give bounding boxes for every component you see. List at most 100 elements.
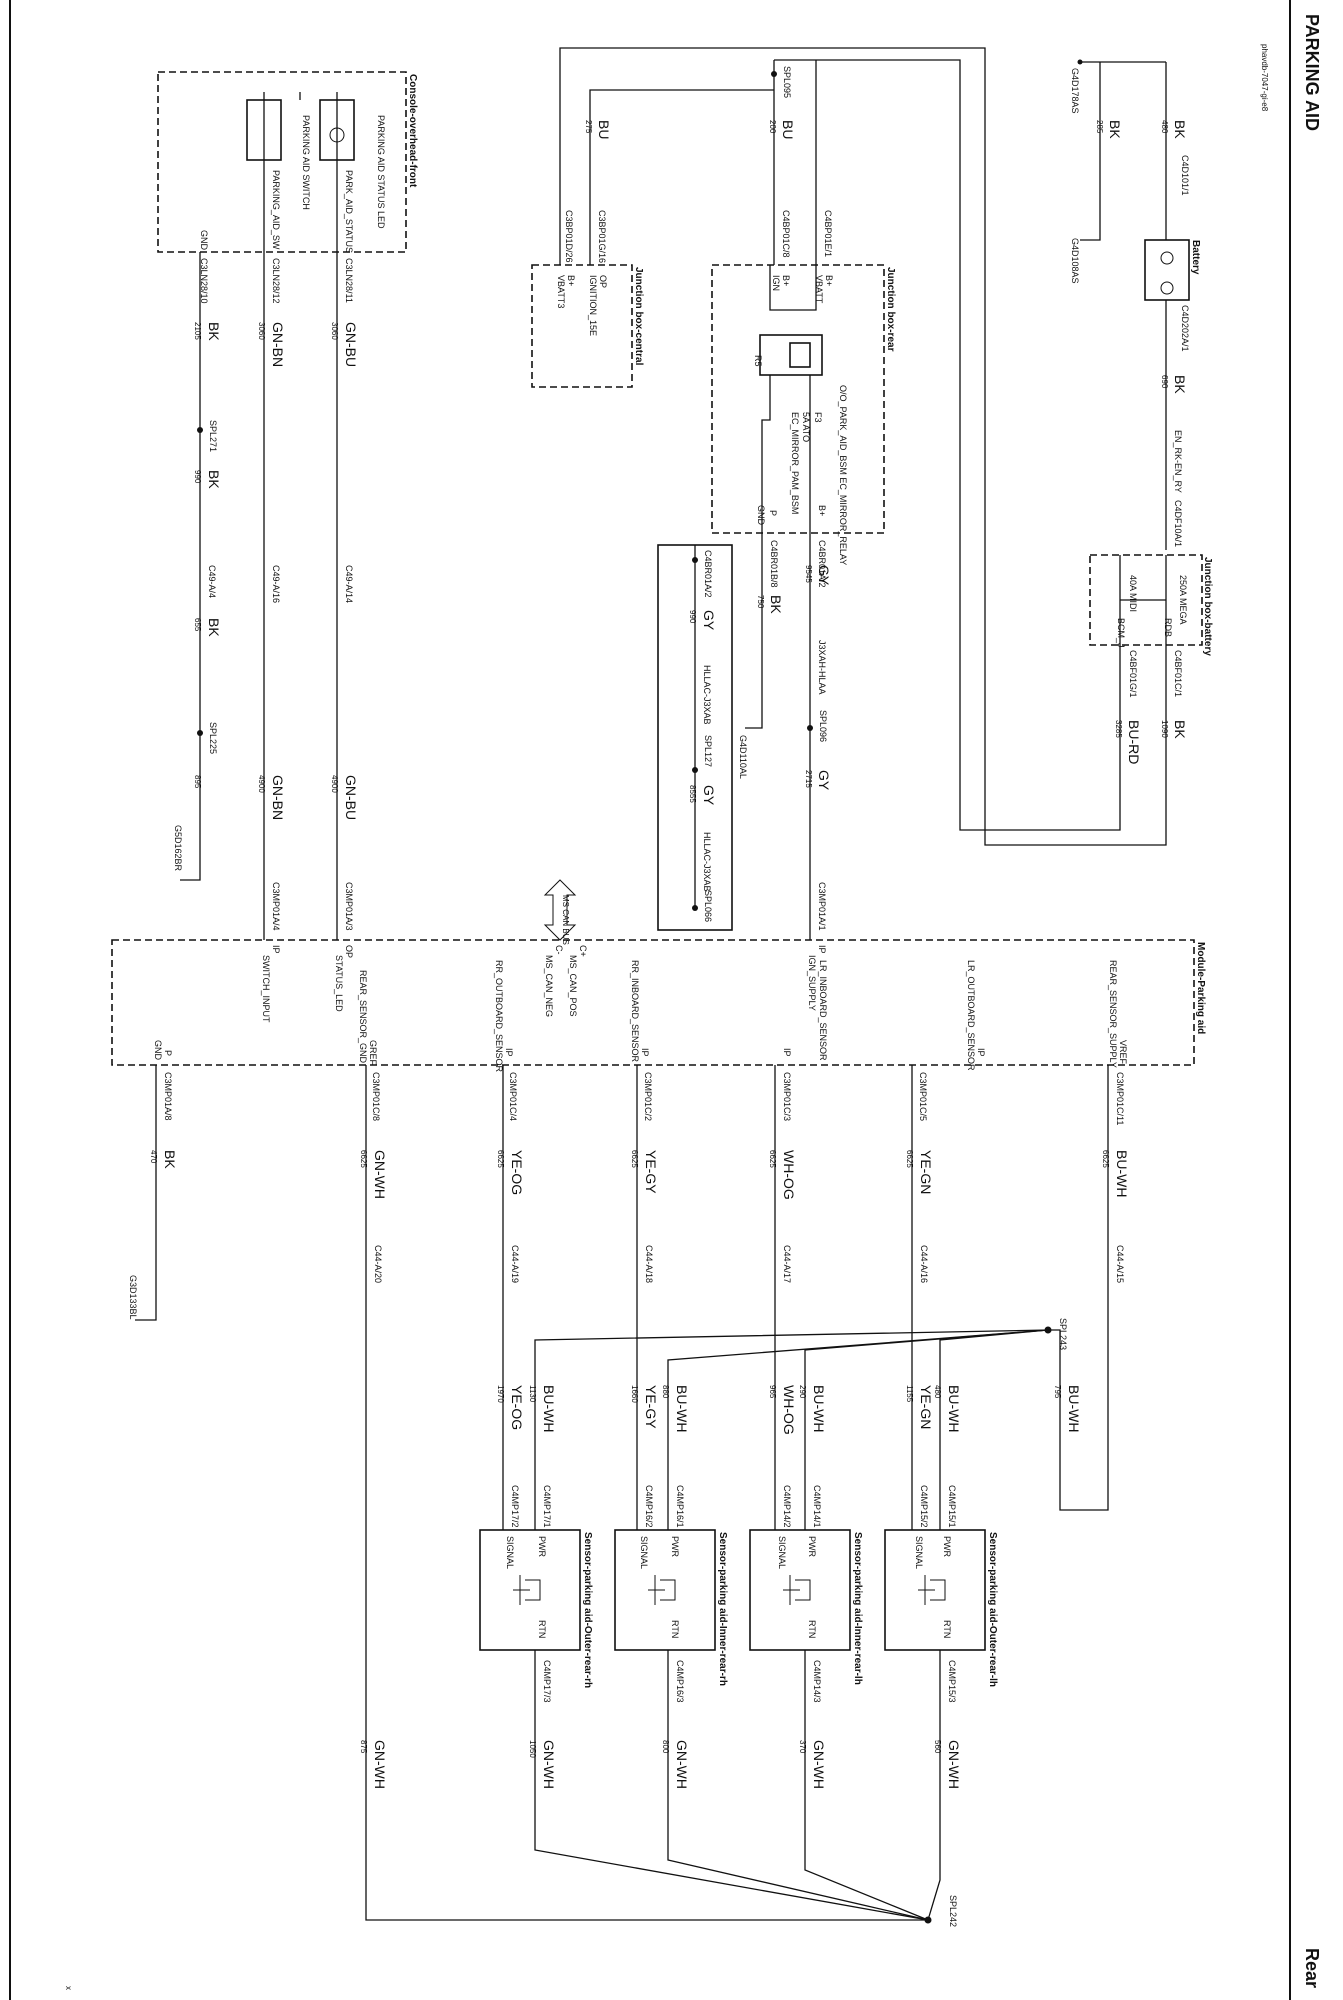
module-signal: STATUS_LED — [334, 955, 344, 1012]
wire-size: 1050 — [528, 1740, 537, 1758]
module-pin-type: IP — [640, 1048, 650, 1057]
wire-jb-rear-gnd — [745, 533, 763, 729]
module-pin-type: IP — [817, 945, 827, 954]
ground-g4: G5D162BR — [173, 825, 183, 872]
pin-label: C4MP16/2 — [644, 1485, 654, 1528]
pin-label: C4BF01C/1 — [1173, 650, 1183, 697]
console-title: Console-overhead-front — [407, 74, 418, 188]
sensor-pin: PWR — [807, 1536, 817, 1557]
wire-console-gnd — [180, 252, 201, 881]
inline-connector: C44-A/16 — [919, 1245, 929, 1283]
wire-color: GY — [816, 770, 832, 791]
wire-size: 1660 — [630, 1385, 639, 1403]
harness-label: HLLAC-J3XAB — [702, 665, 712, 725]
splice-s242: SPL242 — [948, 1895, 958, 1927]
pin-label: C4D202A/1 — [1180, 305, 1190, 352]
jb-label: BCM_J — [1116, 618, 1126, 648]
wire-pwr-rr-out — [534, 1329, 1049, 1530]
sensor-pin: PWR — [670, 1536, 680, 1557]
wire-color: BU-WH — [811, 1385, 827, 1432]
fuse-rating: 5A ATO — [801, 412, 811, 442]
module-signal: SWITCH_INPUT — [261, 955, 271, 1023]
can-bus-label: MS CAN BUS — [561, 895, 570, 945]
wire-color: YE-OG — [509, 1385, 525, 1430]
jb-label: OP — [598, 275, 608, 288]
sensor-title: Sensor-parking aid-Outer-rear-rh — [582, 1532, 593, 1688]
module-pin-type: IP — [504, 1048, 514, 1057]
wire-color: BK — [206, 322, 222, 341]
wire-size: 1130 — [528, 1385, 537, 1403]
wire-size: 965 — [768, 1385, 777, 1399]
jb-central-title: Junction box-central — [633, 267, 644, 366]
wire-size: 875 — [359, 1740, 368, 1754]
wire-size: 285 — [1095, 120, 1104, 134]
jb-battery-outline — [1089, 554, 1203, 646]
sensor-inner-rear-lh: C4MP14/1 C4MP14/2 Sensor-parking aid-Inn… — [749, 1485, 929, 1921]
splice-s243: SPL243 — [1058, 1318, 1068, 1350]
module-signal: LR_INBOARD_SENSOR — [818, 960, 828, 1061]
jb-rear-title: Junction box-rear — [885, 267, 896, 352]
wire-color: GN-BN — [270, 322, 286, 367]
jb-label: B+ — [824, 275, 834, 286]
footer-mark: x — [64, 1986, 73, 1990]
wire-color: BU — [780, 120, 796, 139]
pin-label: C4MP17/1 — [542, 1485, 552, 1528]
splice-s127: SPL127 — [703, 735, 713, 767]
pin-label: C3MP01C/2 — [643, 1072, 653, 1121]
pin-label: C3BP01D/26 — [564, 210, 574, 263]
pin-label: C3LN28/12 — [271, 258, 281, 304]
fuse-label: F3 — [813, 412, 823, 423]
wire-size: 1155 — [905, 1385, 914, 1403]
wire-size: 275 — [584, 120, 593, 134]
wire-color: GN-WH — [946, 1740, 962, 1789]
pin-label: C4BR01A/2 — [817, 540, 827, 588]
wire-color: BK — [206, 470, 222, 489]
wire-color: GN-BU — [343, 775, 359, 820]
wire-g2 — [1080, 62, 1101, 241]
wire-jb-battery-feed2 — [774, 59, 1121, 831]
module-signal: MS_CAN_NEG — [544, 955, 554, 1017]
module-signal: RR_OUTBOARD_SENSOR — [494, 960, 504, 1073]
wire-size: 8555 — [688, 785, 697, 803]
wire-size: 4900 — [330, 775, 339, 793]
wire-sensor-gnd — [365, 1065, 928, 1921]
wire-size: 6625 — [359, 1150, 368, 1168]
inline-connector: C44-A/19 — [510, 1245, 520, 1283]
wire-color: BK — [1172, 120, 1188, 139]
wire-size: 880 — [661, 1385, 670, 1399]
wire-size: 4900 — [257, 775, 266, 793]
wire-size: 800 — [661, 1740, 670, 1754]
module-outline — [111, 939, 1195, 1066]
wire-size: 200 — [768, 120, 777, 134]
wire-color: GY — [816, 565, 832, 586]
pin-label: C4MP15/2 — [919, 1485, 929, 1528]
wire-color: GN-BU — [343, 322, 359, 367]
sensor-pin: RTN — [942, 1620, 952, 1638]
ground-g3: G4D110AL — [738, 735, 748, 779]
sensor-pin: SIGNAL — [505, 1536, 515, 1569]
console-overhead-front: Console-overhead-front PARKING AID STATU… — [157, 71, 418, 304]
pin-label: C3LN28/11 — [344, 258, 354, 303]
splice-dot — [924, 1916, 932, 1924]
jb-label: B+ — [781, 275, 791, 286]
junction-box-rear: Junction box-rear B+ VBATT B+ IGN O/O_PA… — [711, 264, 896, 588]
relay-id: R5 — [753, 355, 763, 367]
junction-box-battery: Junction box-battery 250A MEGA 40A MIDI … — [559, 47, 1213, 846]
wire-size: 990 — [688, 610, 697, 624]
pin-label: C4MP15/3 — [947, 1660, 957, 1703]
pin-label: C4MP14/3 — [812, 1660, 822, 1703]
pin-label: C4MP16/3 — [675, 1660, 685, 1703]
pin-label: C4BP01E/1 — [823, 210, 833, 257]
jb-label: B+ — [566, 275, 576, 286]
wire-color: BU-WH — [1066, 1385, 1082, 1432]
wire-size: 1970 — [496, 1385, 505, 1403]
pin-label: C4BP01C/8 — [781, 210, 791, 258]
sensor-pin: SIGNAL — [777, 1536, 787, 1569]
wire-rtn — [804, 1650, 929, 1921]
wire-rtn — [927, 1650, 941, 1921]
wire-rtn — [534, 1650, 929, 1921]
harness-label: J3XAH-HLAA — [817, 640, 827, 695]
pin-label: C4DF10A/1 — [1173, 500, 1183, 547]
splice-s271: SPL271 — [208, 420, 218, 452]
